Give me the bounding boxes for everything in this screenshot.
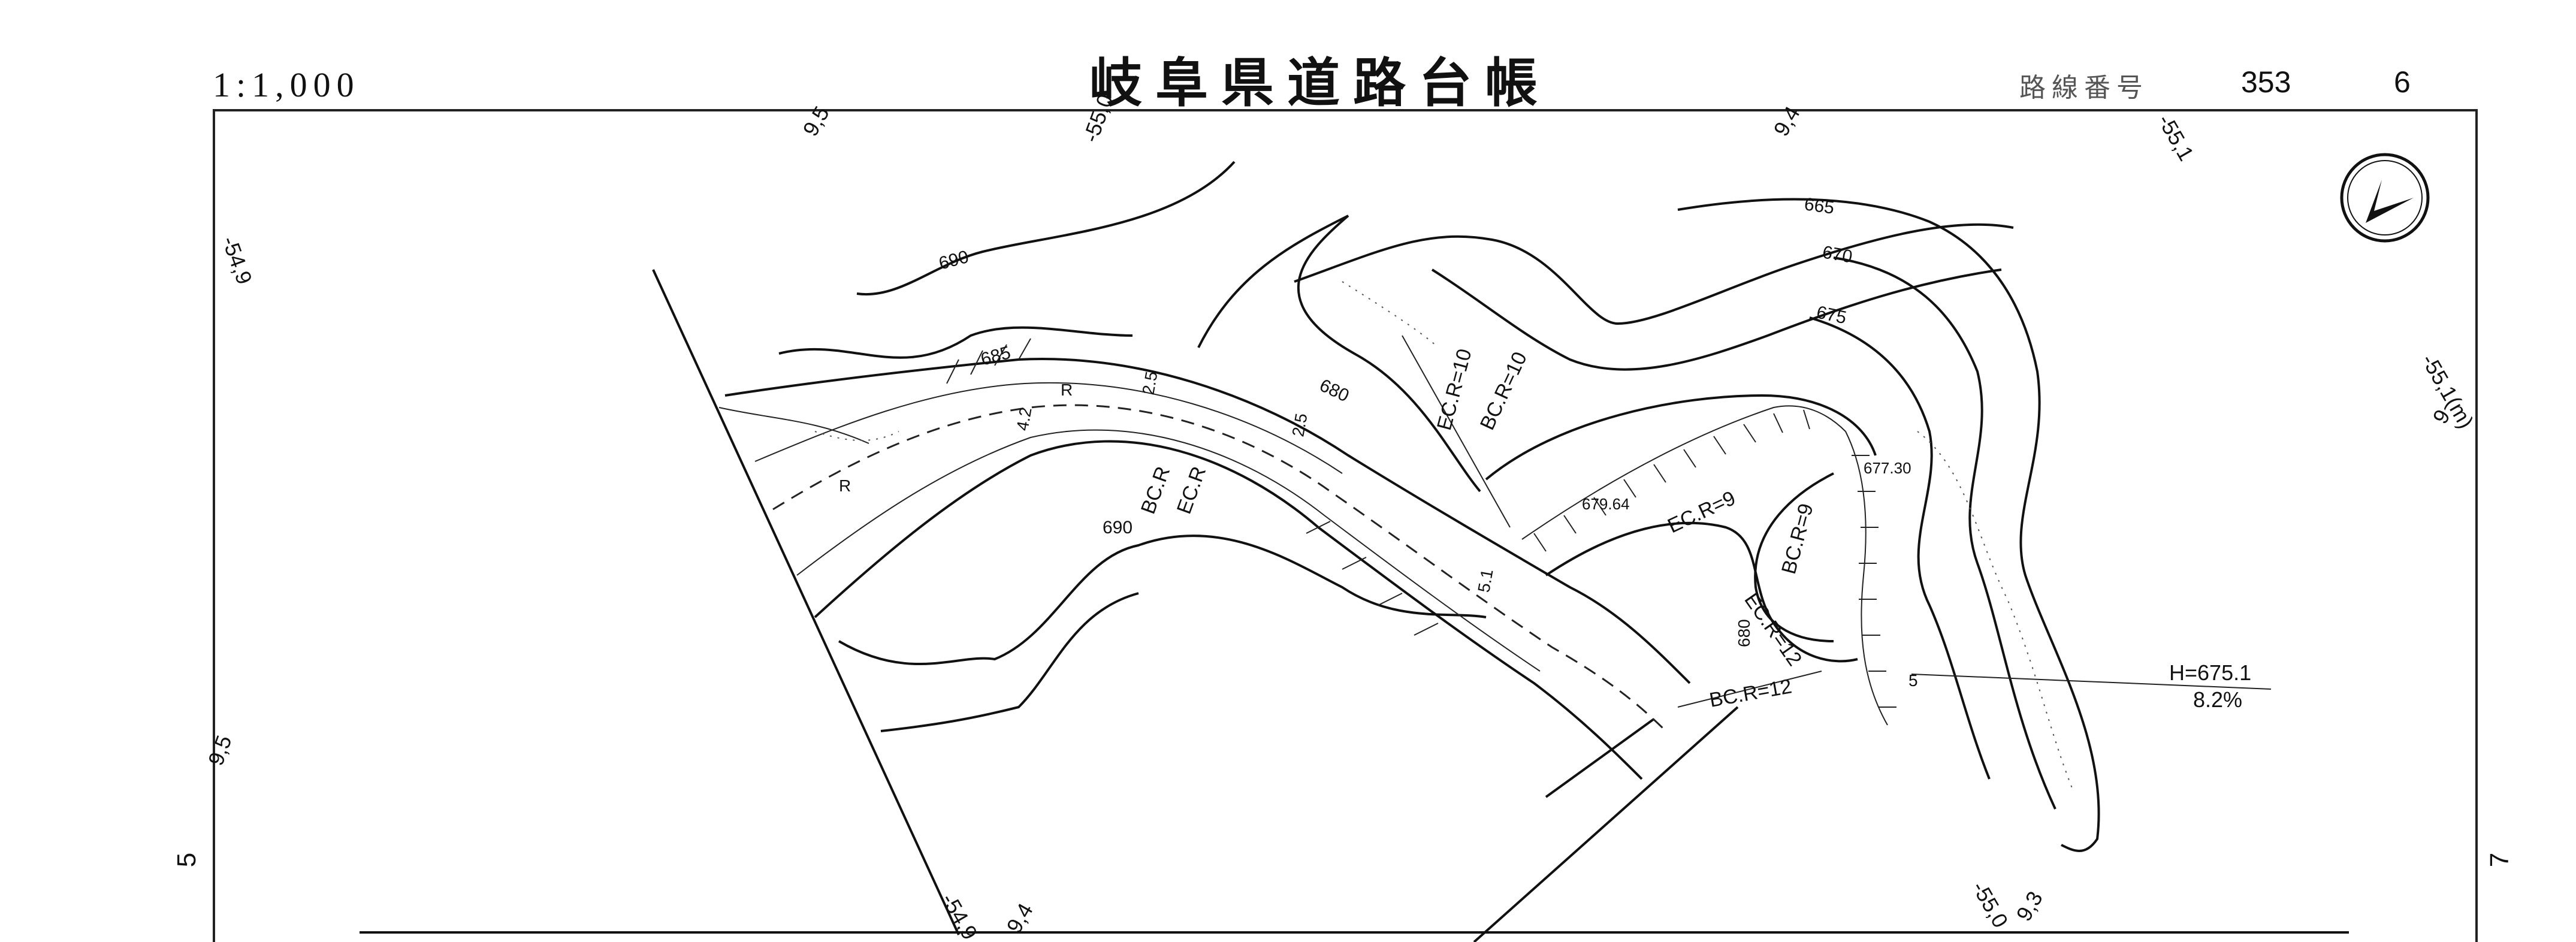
contour-label: 685 [979, 343, 1013, 370]
contour-label: 680 [1316, 375, 1352, 406]
contour-line [1833, 256, 2056, 810]
contour-line [1294, 223, 2014, 325]
road-centerline [772, 404, 1667, 732]
terrain-boundary-line [1545, 718, 1655, 798]
retaining-wall [1845, 431, 1888, 726]
road-shoulder [796, 429, 1541, 672]
map-title: 岐阜県道路台帳 [1089, 52, 1551, 114]
vegetation-boundary [1342, 281, 1439, 348]
contour-line [1197, 215, 1481, 493]
contour-line [1677, 198, 2100, 852]
gradient-percent: 8.2% [2193, 687, 2242, 712]
slope-hatching [946, 338, 1896, 708]
grid-label: -55,0 [1078, 91, 1118, 146]
contour-label: 690 [937, 247, 971, 274]
route-number-label: 路線番号 [2019, 73, 2149, 102]
contour-line [1545, 521, 1858, 663]
road-marker: R [839, 476, 851, 495]
curve-label: BC.R=10 [1476, 348, 1532, 433]
grid-label: 9,3 [2011, 887, 2047, 925]
grid-label: 9,5 [203, 732, 237, 769]
spot-elevation: 677.30 [1864, 459, 1911, 477]
contour-line [1431, 268, 2002, 371]
grid-label: -54,9 [217, 233, 257, 288]
road-shoulder [754, 382, 1343, 474]
grid-label: -55,1 [2153, 110, 2199, 165]
contour-line [1754, 472, 1834, 642]
contour-line [778, 326, 1133, 359]
curve-label: EC.R=9 [1664, 487, 1739, 538]
grid-label: 9,4 [1768, 102, 1805, 140]
dimension-label: 4.2 [1013, 406, 1035, 432]
grid-label: -55,0 [1967, 877, 2013, 932]
spot-elevation: 679.64 [1582, 495, 1630, 513]
grid-label: -54,9 [937, 889, 983, 942]
dimension-label: 2.5 [1288, 412, 1310, 438]
vegetation-boundary [814, 431, 899, 441]
contour-line [1485, 394, 1877, 481]
road-edge [724, 358, 1691, 684]
map-frame [213, 109, 2478, 942]
north-arrow-icon [2340, 153, 2430, 243]
contour-label: 680 [1735, 619, 1753, 647]
curve-label: BC.R=12 [1708, 675, 1793, 712]
contour-line [880, 592, 1139, 732]
grid-label: 9,5 [798, 102, 834, 140]
contour-line [856, 161, 1236, 296]
terrain-boundary-line [1473, 706, 1739, 942]
contour-label: 690 [1103, 518, 1133, 538]
vegetation-boundary [1917, 431, 2074, 792]
curve-reference-line [1677, 671, 1822, 708]
curve-label: BC.R [1137, 463, 1174, 517]
gradient-height: H=675.1 [2169, 660, 2251, 685]
sheet-number: 6 [2394, 65, 2411, 99]
curve-label: EC.R [1173, 463, 1210, 517]
dimension-label: 5 [1908, 671, 1918, 690]
terrain-boundary-line [652, 269, 960, 935]
retaining-wall [1521, 405, 1846, 540]
contour-label: 675 [1815, 303, 1849, 328]
dimension-label: 5.1 [1474, 567, 1496, 594]
contour-label: 665 [1803, 194, 1835, 218]
contour-line [838, 535, 1487, 666]
contour-label: 670 [1821, 242, 1854, 267]
curve-reference-line [1402, 335, 1511, 528]
dimension-label: 2.5 [1138, 370, 1161, 396]
contour-line [1809, 316, 1991, 780]
slope-edge [718, 407, 869, 444]
route-number: 353 [2241, 65, 2291, 99]
curve-label: EC.R=10 [1433, 346, 1476, 433]
map-scale: 1:1,000 [213, 65, 360, 104]
road-edge [814, 440, 1643, 780]
road-marker: R [1061, 381, 1073, 399]
gradient-leader-line [1911, 674, 2272, 690]
curve-label: BC.R=9 [1777, 501, 1818, 576]
